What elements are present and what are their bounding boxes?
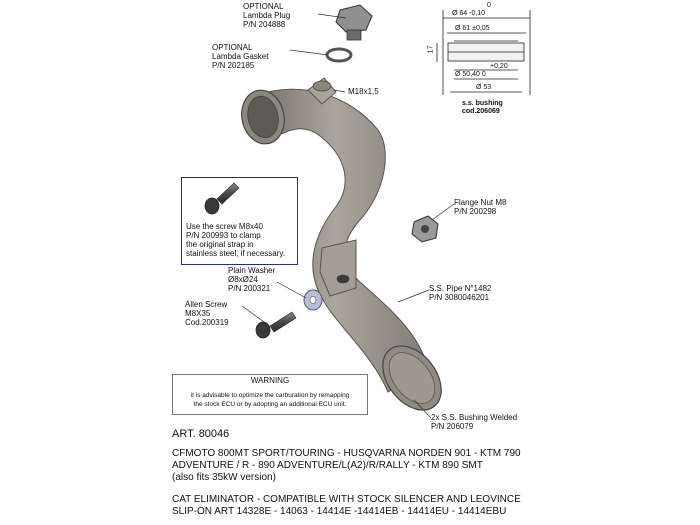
callout-ss-pipe: S.S. Pipe N°1482 P/N 3080046201 [429, 284, 491, 302]
callout-lambda-gasket-line1: OPTIONAL [212, 43, 253, 52]
screw-note-line4: stainless steel, if necessary. [186, 249, 286, 258]
lambda-plug-part [335, 4, 373, 41]
callout-lambda-plug-line1: OPTIONAL [243, 2, 284, 11]
bushing-label-line2: cod.206069 [462, 108, 500, 115]
ss-pipe-part [241, 77, 442, 411]
callout-allen-screw-line1: Allen Screw [185, 300, 228, 309]
compat-line1: CAT ELIMINATOR - COMPATIBLE WITH STOCK S… [172, 494, 521, 505]
callout-allen-screw-line3: Cod.200319 [185, 318, 229, 327]
callout-bushing-welded-line1: 2x S.S. Bushing Welded [431, 413, 518, 422]
callout-lambda-plug-line2: Lambda Plug [243, 11, 291, 20]
callout-plain-washer: Plain Washer Ø8xØ24 P/N 200321 [228, 266, 275, 293]
warning-box [172, 374, 368, 415]
warning-title: WARNING [250, 376, 290, 385]
callout-flange-nut: Flange Nut M8 P/N 200298 [454, 198, 506, 216]
lambda-gasket-part [325, 47, 353, 63]
callout-plain-washer-line3: P/N 200321 [228, 284, 271, 293]
screw-note-text: Use the screw M8x40 P/N 200993 to clamp … [186, 222, 285, 258]
dim-61: Ø 61 ±0,05 [455, 25, 490, 32]
dim-17: 17 [427, 45, 435, 54]
callout-lambda-gasket: OPTIONAL Lambda Gasket P/N 202185 [212, 43, 268, 70]
plain-washer-part [303, 289, 323, 311]
callout-flange-nut-line1: Flange Nut M8 [454, 198, 507, 207]
leader-lines [241, 13, 455, 419]
callout-thread: M18x1,5 [348, 87, 379, 96]
screw-m8x40-part [204, 182, 240, 215]
callout-lambda-plug: OPTIONAL Lambda Plug P/N 204888 [243, 2, 290, 29]
callout-ss-pipe-line2: P/N 3080046201 [429, 293, 490, 302]
callout-flange-nut-line2: P/N 200298 [454, 207, 497, 216]
compat-line2: SLIP-ON ART 14328E - 14063 - 14414E -144… [172, 506, 507, 517]
compatibility-description: CAT ELIMINATOR - COMPATIBLE WITH STOCK S… [172, 494, 521, 518]
callout-lambda-gasket-line2: Lambda Gasket [212, 52, 269, 61]
bushing-label-line1: s.s. bushing [462, 100, 503, 107]
dim-top-zero: 0 [487, 2, 491, 9]
bushing-label: s.s. bushing cod.206069 [462, 100, 503, 116]
callout-plain-washer-line2: Ø8xØ24 [228, 275, 258, 284]
callout-ss-pipe-line1: S.S. Pipe N°1482 [429, 284, 492, 293]
fitment-line1: CFMOTO 800MT SPORT/TOURING - HUSQVARNA N… [172, 448, 521, 459]
screw-note-line3: the original strap in [186, 240, 254, 249]
screw-note-line2: P/N 200993 to clamp [186, 231, 261, 240]
mounting-bracket [319, 239, 357, 297]
dim-plus020: +0,20 [490, 63, 508, 70]
dim-5040: Ø 50,40 0 [455, 71, 486, 78]
article-number: ART. 80046 [172, 428, 230, 440]
warning-text: it is advisable to optimize the carburat… [174, 391, 366, 409]
bushing-technical-drawing [436, 10, 531, 95]
screw-note-line1: Use the screw M8x40 [186, 222, 263, 231]
dim-53: Ø 53 [476, 84, 492, 91]
callout-allen-screw: Allen Screw M8X35 Cod.200319 [185, 300, 229, 327]
callout-bushing-welded: 2x S.S. Bushing Welded P/N 206079 [431, 413, 517, 431]
screw-note-box [181, 177, 298, 265]
callout-allen-screw-line2: M8X35 [185, 309, 211, 318]
flange-nut-part [411, 215, 439, 243]
allen-screw-part [255, 311, 297, 339]
callout-lambda-plug-line3: P/N 204888 [243, 20, 286, 29]
warning-line2: the stock ECU or by adopting an addition… [193, 401, 347, 408]
callout-plain-washer-line1: Plain Washer [228, 266, 276, 275]
fitment-line3: (also fits 35kW version) [172, 472, 276, 483]
dim-64: Ø 64 -0,10 [452, 10, 486, 17]
callout-bushing-welded-line2: P/N 206079 [431, 422, 474, 431]
warning-line1: it is advisable to optimize the carburat… [190, 392, 350, 399]
fitment-description: CFMOTO 800MT SPORT/TOURING - HUSQVARNA N… [172, 448, 521, 484]
callout-lambda-gasket-line3: P/N 202185 [212, 61, 255, 70]
fitment-line2: ADVENTURE / R - 890 ADVENTURE/L(A2)/R/RA… [172, 460, 483, 471]
lambda-boss [307, 77, 337, 105]
